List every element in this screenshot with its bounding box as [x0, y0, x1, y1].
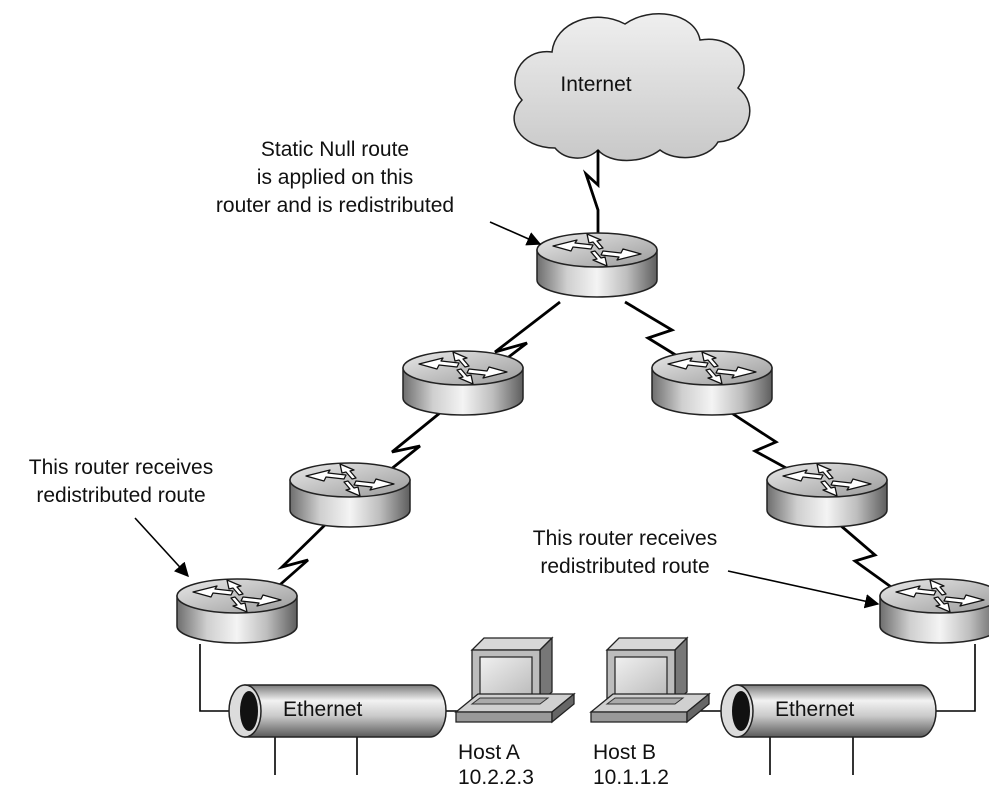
- serial-link-right-lower: [839, 523, 906, 599]
- router-left-edge: [176, 578, 298, 644]
- host-b-computer: [589, 636, 711, 724]
- internet-cloud: [513, 13, 751, 162]
- router-left-upper: [402, 350, 524, 416]
- internet-label: Internet: [560, 73, 632, 96]
- ethernet-label-left: Ethernet: [283, 698, 363, 721]
- callout-arrows: [134, 221, 880, 609]
- host-b-label: Host B 10.1.1.2: [593, 740, 669, 790]
- left-receiver-annotation: This router receives redistributed route: [4, 454, 238, 510]
- router-left-middle: [289, 462, 411, 528]
- arrow-static-null: [489, 221, 542, 246]
- router-core: [536, 232, 658, 298]
- right-receiver-line-1: This router receives: [532, 527, 718, 550]
- host-a-label: Host A 10.2.2.3: [458, 740, 534, 790]
- serial-link-internet: [582, 150, 600, 235]
- right-receiver-line-2: redistributed route: [540, 555, 710, 578]
- host-b-name: Host B: [593, 741, 657, 764]
- left-receiver-line-1: This router receives: [28, 456, 214, 479]
- serial-link-left-lower: [256, 518, 331, 607]
- host-a-ip: 10.2.2.3: [458, 766, 534, 789]
- right-receiver-annotation: This router receives redistributed route: [508, 525, 742, 581]
- host-a-name: Host A: [458, 741, 520, 764]
- static-null-line-2: is applied on this: [256, 166, 414, 189]
- host-b-ip: 10.1.1.2: [593, 766, 669, 789]
- host-a-computer: [454, 636, 576, 724]
- left-receiver-line-2: redistributed route: [36, 484, 206, 507]
- arrow-left-receiver: [134, 517, 189, 578]
- router-right-edge: [879, 578, 989, 644]
- static-null-annotation: Static Null route is applied on this rou…: [190, 136, 480, 220]
- serial-link-right-middle: [729, 410, 809, 482]
- static-null-line-1: Static Null route: [260, 138, 410, 161]
- router-right-upper: [651, 350, 773, 416]
- ethernet-segment-right: [720, 684, 937, 738]
- static-null-line-3: router and is redistributed: [215, 194, 455, 217]
- serial-link-top-right: [624, 300, 701, 372]
- ethernet-label-right: Ethernet: [775, 698, 855, 721]
- router-right-middle: [766, 462, 888, 528]
- arrow-right-receiver: [727, 570, 880, 609]
- ethernet-segment-left: [228, 684, 447, 738]
